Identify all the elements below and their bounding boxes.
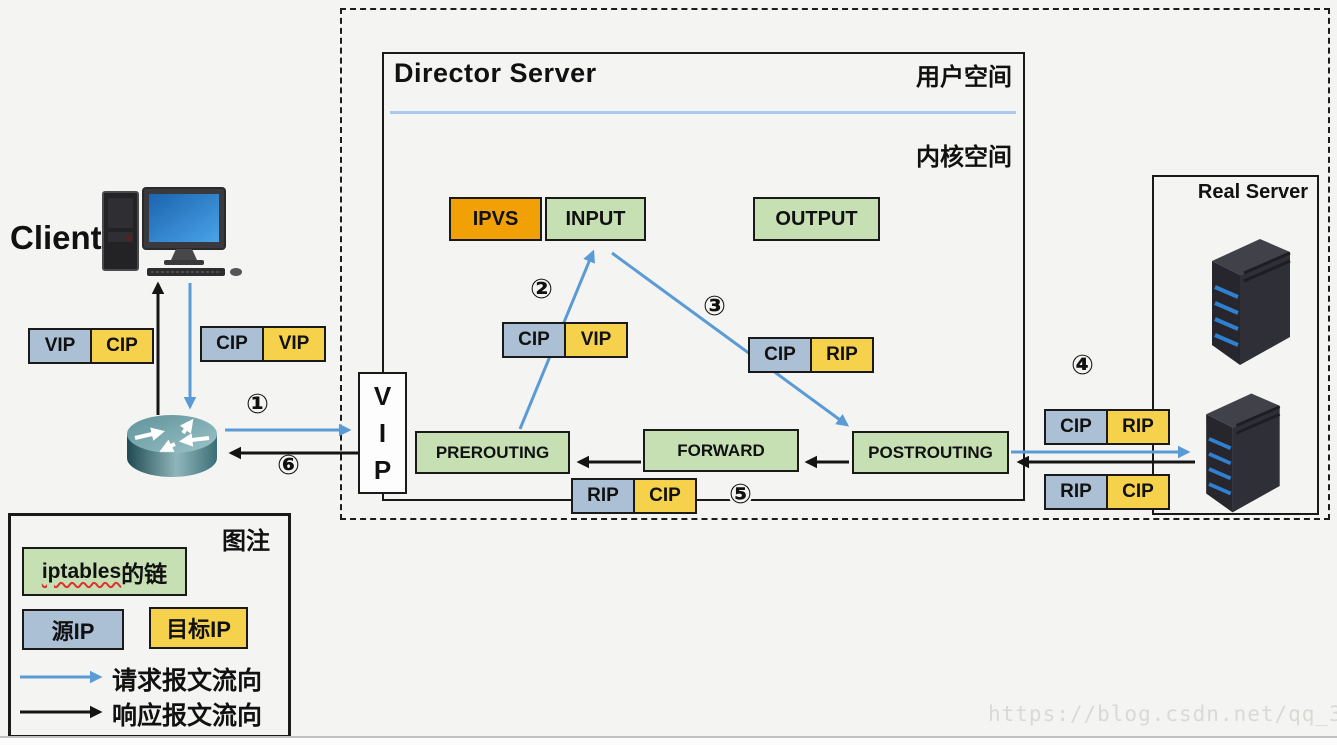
- request-flow-arrow-icon: [20, 670, 103, 684]
- bottom-separator: [0, 736, 1337, 745]
- dest-ip-cell: RIP: [1106, 409, 1170, 445]
- kernel-space-label: 内核空间: [916, 144, 1012, 171]
- legend-iptables-word: iptables: [41, 559, 122, 583]
- step-number-4: ④: [1071, 350, 1094, 380]
- source-ip-cell: RIP: [571, 478, 635, 514]
- csdn-watermark: https://blog.csdn.net/qq_36119192: [988, 702, 1337, 726]
- vip-letter: V: [373, 380, 392, 411]
- forward-chain-box: FORWARD: [643, 429, 799, 472]
- legend-chain-suffix: 的链: [121, 560, 168, 587]
- source-ip-cell: CIP: [748, 337, 812, 373]
- real-server-box: [1152, 175, 1319, 515]
- source-ip-cell: VIP: [28, 328, 92, 364]
- vip-node-box: V I P: [358, 372, 407, 494]
- dest-ip-cell: VIP: [262, 326, 326, 362]
- legend-dest-ip-swatch: 目标IP: [149, 607, 248, 649]
- legend-source-ip-swatch: 源IP: [22, 609, 124, 650]
- director-server-box: [382, 52, 1025, 501]
- dest-ip-cell: VIP: [564, 322, 628, 358]
- output-chain-box: OUTPUT: [753, 197, 880, 241]
- step-number-6: ⑥: [277, 450, 300, 480]
- dest-ip-cell: CIP: [633, 478, 697, 514]
- source-ip-cell: RIP: [1044, 474, 1108, 510]
- real-server-title: Real Server: [1197, 181, 1308, 203]
- response-flow-arrow-icon: [20, 705, 103, 719]
- director-server-title: Director Server: [394, 58, 597, 88]
- source-ip-cell: CIP: [502, 322, 566, 358]
- vip-letter: I: [378, 417, 387, 448]
- packet-label-cip-rip: CIP RIP: [1044, 409, 1170, 445]
- dest-ip-cell: RIP: [810, 337, 874, 373]
- packet-label-rip-cip: RIP CIP: [571, 478, 697, 514]
- source-ip-cell: CIP: [200, 326, 264, 362]
- step-number-1: ①: [246, 389, 269, 419]
- legend-response-flow-label: 响应报文流向: [112, 702, 263, 730]
- dest-ip-cell: CIP: [1106, 474, 1170, 510]
- user-kernel-divider: [390, 111, 1016, 114]
- packet-label-cip-vip: CIP VIP: [200, 326, 326, 362]
- packet-label-vip-cip: VIP CIP: [28, 328, 154, 364]
- postrouting-chain-box: POSTROUTING: [852, 431, 1009, 474]
- step-number-2: ②: [530, 274, 553, 304]
- router-icon: [127, 415, 217, 477]
- packet-label-cip-rip: CIP RIP: [748, 337, 874, 373]
- packet-label-cip-vip: CIP VIP: [502, 322, 628, 358]
- client-label: Client: [10, 219, 102, 256]
- ipvs-box: IPVS: [449, 197, 542, 241]
- real-server-icon: [1206, 393, 1281, 513]
- vip-letter: P: [373, 454, 392, 485]
- step-number-5: ⑤: [729, 479, 752, 509]
- legend-request-flow-label: 请求报文流向: [112, 667, 263, 695]
- dest-ip-cell: CIP: [90, 328, 154, 364]
- step-number-3: ③: [703, 291, 726, 321]
- user-space-label: 用户空间: [916, 64, 1012, 91]
- packet-label-rip-cip: RIP CIP: [1044, 474, 1170, 510]
- legend-title: 图注: [222, 528, 270, 555]
- real-server-icon: [1212, 239, 1291, 365]
- source-ip-cell: CIP: [1044, 409, 1108, 445]
- prerouting-chain-box: PREROUTING: [415, 431, 570, 474]
- client-computer-icon: [102, 187, 242, 276]
- director-outer-dashed-border: [340, 8, 1330, 520]
- input-chain-box: INPUT: [545, 197, 646, 241]
